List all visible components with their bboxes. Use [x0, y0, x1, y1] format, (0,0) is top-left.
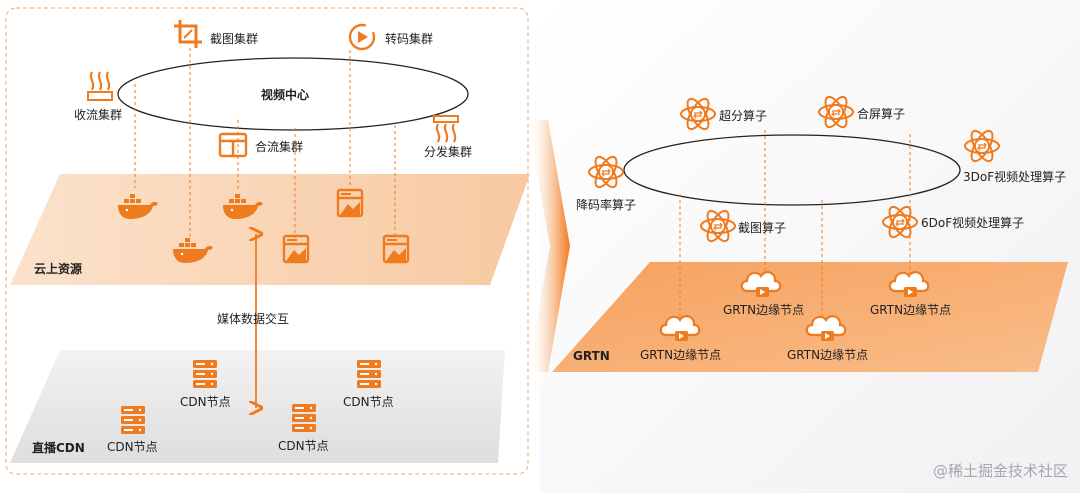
- server-icon: [193, 360, 217, 388]
- dof3-label: 3DoF视频处理算子: [963, 170, 1067, 184]
- server-icon: [357, 360, 381, 388]
- distribute-icon: [433, 115, 459, 143]
- exchange-label: 媒体数据交互: [217, 312, 290, 326]
- edge-node-label: GRTN边缘节点: [723, 303, 805, 317]
- cdn-node-label: CDN节点: [278, 439, 329, 453]
- bitrate-reduce-label: 降码率算子: [576, 198, 637, 212]
- right-background: [540, 0, 1080, 493]
- cdn-node-label: CDN节点: [180, 395, 231, 409]
- cdn-node-label: CDN节点: [343, 395, 394, 409]
- edge-node-label: GRTN边缘节点: [640, 348, 722, 362]
- capture-cluster-label: 截图集群: [210, 32, 259, 46]
- video-center-label: 视频中心: [261, 88, 310, 102]
- transcode-icon: [348, 23, 376, 51]
- super-resolution-label: 超分算子: [719, 109, 768, 123]
- left-connectors: [134, 48, 396, 240]
- cdn-layer-label: 直播CDN: [32, 441, 85, 455]
- cloud-layer: [10, 174, 530, 285]
- edge-node-label: GRTN边缘节点: [787, 348, 869, 362]
- merge-screen-label: 合屏算子: [857, 107, 906, 121]
- ingest-icon: [87, 71, 113, 101]
- cloud-layer-label: 云上资源: [34, 262, 83, 276]
- operator-ellipse: [623, 134, 961, 206]
- crop-icon: [174, 20, 202, 48]
- edge-node-label: GRTN边缘节点: [870, 303, 952, 317]
- merge-cluster-label: 合流集群: [255, 140, 304, 154]
- grtn-layer: [552, 262, 1068, 372]
- server-icon: [292, 404, 316, 432]
- distribute-cluster-label: 分发集群: [424, 145, 473, 159]
- flow-chevron-icon: [528, 120, 570, 372]
- ingest-cluster-label: 收流集群: [74, 108, 123, 122]
- server-icon: [121, 406, 145, 434]
- grtn-layer-label: GRTN: [573, 349, 610, 363]
- dof6-label: 6DoF视频处理算子: [921, 216, 1025, 230]
- transcode-cluster-label: 转码集群: [385, 32, 434, 46]
- video-center-ellipse: [117, 57, 469, 131]
- merge-icon: [218, 132, 248, 158]
- screenshot-label: 截图算子: [738, 221, 787, 235]
- cdn-node-label: CDN节点: [107, 440, 158, 454]
- watermark: @稀土掘金技术社区: [932, 462, 1068, 480]
